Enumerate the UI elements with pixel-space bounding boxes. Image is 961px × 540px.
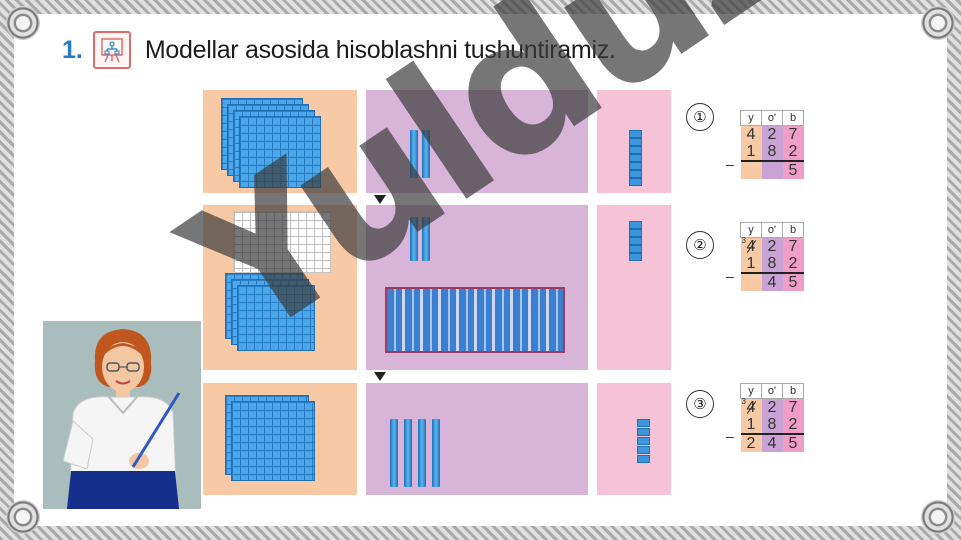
digit: 2 xyxy=(761,237,783,255)
step-number-badge: ② xyxy=(686,231,714,259)
digit: 8 xyxy=(761,143,783,162)
digit: 7 xyxy=(782,125,804,143)
exchanged-hundred-block xyxy=(233,211,331,273)
header-hundreds: y xyxy=(740,110,762,126)
ten-rod xyxy=(422,130,430,178)
model-board-icon xyxy=(92,31,131,69)
ones-cell-row1 xyxy=(597,90,671,193)
unit-cube xyxy=(629,253,642,261)
result-digit: 5 xyxy=(782,161,804,179)
unit-cube xyxy=(637,437,650,445)
ten-rod xyxy=(418,419,426,487)
unit-cube xyxy=(629,237,642,245)
unit-cube xyxy=(637,428,650,436)
ten-rod xyxy=(410,130,418,178)
unit-cube xyxy=(629,146,642,154)
hundreds-cell-row2 xyxy=(203,205,357,370)
frame-corner-ornament xyxy=(921,500,955,534)
borrow-mark: 3 xyxy=(741,397,746,406)
down-arrow-icon xyxy=(374,195,386,204)
hundred-block xyxy=(239,116,321,188)
result-digit: 5 xyxy=(782,273,804,291)
hundreds-cell-row3 xyxy=(203,383,357,495)
task-header: 1. Modellar asosida hisoblashni tushunti… xyxy=(62,30,616,70)
unit-cube xyxy=(629,245,642,253)
unit-cube xyxy=(637,455,650,463)
subtraction-table-step1: y o' b 4 2 7 1 8 2 5 xyxy=(740,110,804,179)
result-digit: 4 xyxy=(761,273,783,291)
header-ones: b xyxy=(782,110,804,126)
unit-cube xyxy=(629,154,642,162)
digit: 7 xyxy=(782,237,804,255)
digit: 2 xyxy=(782,416,804,435)
ten-rod xyxy=(432,419,440,487)
unit-cube xyxy=(629,138,642,146)
ten-rod xyxy=(404,419,412,487)
tens-cell-row3 xyxy=(366,383,588,495)
result-digit xyxy=(761,161,783,179)
minus-sign: – xyxy=(726,156,734,172)
digit: 1 xyxy=(740,416,762,435)
result-digit: 5 xyxy=(782,434,804,452)
hundreds-cell-row1 xyxy=(203,90,357,193)
task-title: Modellar asosida hisoblashni tushuntiram… xyxy=(144,35,616,64)
digit: 1 xyxy=(740,255,762,274)
digit: 2 xyxy=(761,398,783,416)
result-digit: 4 xyxy=(761,434,783,452)
unit-cube xyxy=(629,130,642,138)
unit-cube xyxy=(629,229,642,237)
header-ones: b xyxy=(782,222,804,238)
minus-sign: – xyxy=(726,428,734,444)
digit: 4 xyxy=(740,125,762,143)
down-arrow-icon xyxy=(374,372,386,381)
step-number-badge: ③ xyxy=(686,390,714,418)
exchanged-ten-rods xyxy=(385,287,565,353)
unit-cube xyxy=(629,221,642,229)
ten-rod xyxy=(422,217,430,261)
digit: 2 xyxy=(782,143,804,162)
ten-rod xyxy=(410,217,418,261)
unit-cube xyxy=(637,419,650,427)
ten-rod xyxy=(390,419,398,487)
header-tens: o' xyxy=(761,222,783,238)
digit: 2 xyxy=(782,255,804,274)
frame-corner-ornament xyxy=(6,500,40,534)
digit: 2 xyxy=(761,125,783,143)
task-number: 1. xyxy=(62,35,83,64)
unit-cube xyxy=(637,446,650,454)
header-ones: b xyxy=(782,383,804,399)
hundred-block xyxy=(237,285,315,351)
result-digit xyxy=(740,273,762,291)
result-digit xyxy=(740,161,762,179)
unit-cube xyxy=(629,162,642,170)
hundred-block xyxy=(231,401,315,481)
header-tens: o' xyxy=(761,110,783,126)
frame-corner-ornament xyxy=(921,6,955,40)
result-digit: 2 xyxy=(740,434,762,452)
unit-cube xyxy=(629,170,642,178)
ones-cell-row2 xyxy=(597,205,671,370)
step-number-badge: ① xyxy=(686,103,714,131)
tens-cell-row1 xyxy=(366,90,588,193)
borrow-mark: 3 xyxy=(741,236,746,245)
ones-cell-row3 xyxy=(597,383,671,495)
digit: 1 xyxy=(740,143,762,162)
frame-corner-ornament xyxy=(6,6,40,40)
digit: 8 xyxy=(761,255,783,274)
digit: 7 xyxy=(782,398,804,416)
minus-sign: – xyxy=(726,268,734,284)
header-tens: o' xyxy=(761,383,783,399)
teacher-illustration xyxy=(43,321,201,509)
digit: 8 xyxy=(761,416,783,435)
unit-cube xyxy=(629,178,642,186)
